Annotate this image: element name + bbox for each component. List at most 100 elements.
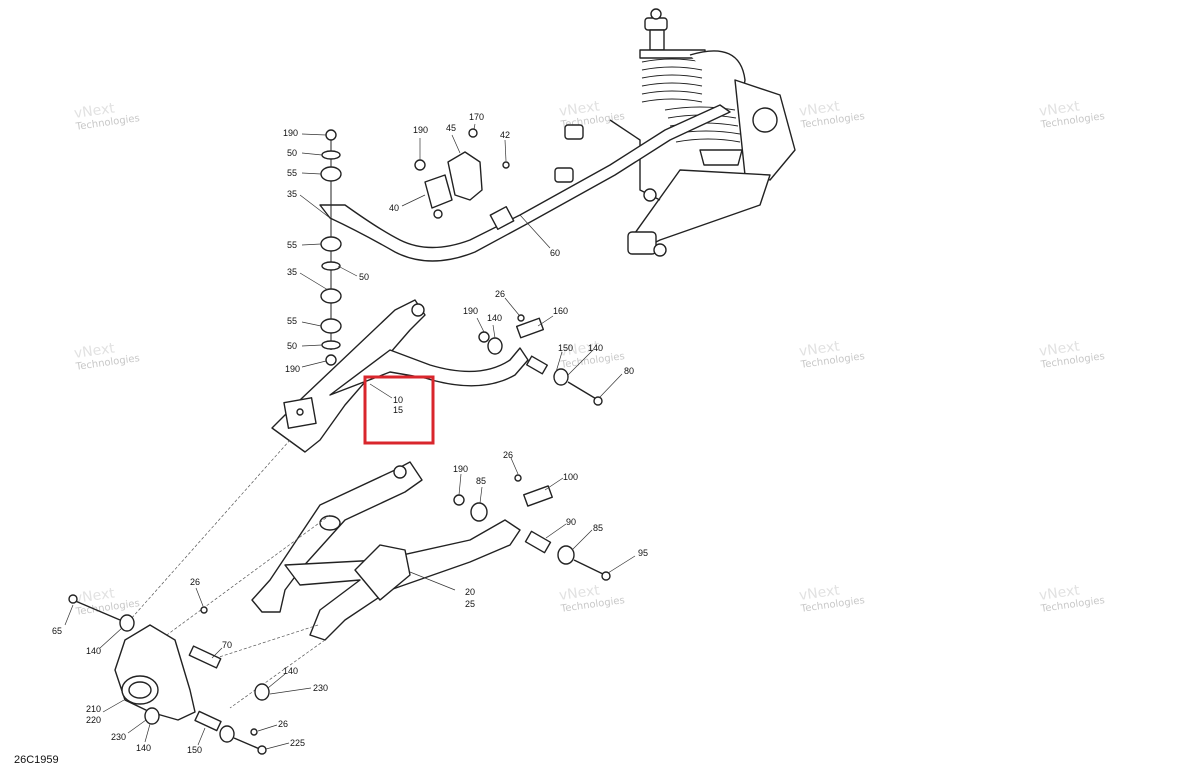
hw-bolt bbox=[233, 737, 263, 751]
hw-bushing bbox=[219, 725, 235, 743]
callout-140: 140 bbox=[283, 666, 298, 676]
watermark: vNext Technologies bbox=[558, 582, 625, 615]
hw-sleeve bbox=[194, 710, 222, 732]
hw-bolt-head bbox=[257, 745, 267, 755]
callout-85: 85 bbox=[593, 523, 603, 533]
callout-55: 55 bbox=[287, 168, 297, 178]
watermark: vNext Technologies bbox=[1038, 582, 1105, 615]
hw-bushing bbox=[254, 683, 270, 701]
callout-40: 40 bbox=[389, 203, 399, 213]
callout-210: 210 bbox=[86, 704, 101, 714]
bracket-clamp bbox=[447, 151, 483, 201]
shock-top-mount bbox=[644, 17, 668, 31]
stabilizer-bar bbox=[319, 104, 731, 262]
watermark-text-line1: vNext bbox=[73, 340, 116, 362]
shock-absorber-assembly bbox=[554, 8, 796, 257]
knuckle-bottom bbox=[64, 587, 312, 755]
hw-cotter bbox=[517, 314, 525, 322]
lower-arm-hardware bbox=[409, 457, 636, 591]
arm-pivot bbox=[393, 465, 407, 479]
arm-pivot bbox=[411, 303, 425, 317]
callout-35: 35 bbox=[287, 267, 297, 277]
callout-190: 190 bbox=[463, 306, 478, 316]
hw-bushing bbox=[553, 368, 569, 386]
callout-220: 220 bbox=[86, 715, 101, 725]
hw-bushing bbox=[487, 337, 503, 355]
callout-150: 150 bbox=[558, 343, 573, 353]
callout-26: 26 bbox=[190, 577, 200, 587]
watermark: vNext Technologies bbox=[73, 585, 140, 618]
callout-26: 26 bbox=[278, 719, 288, 729]
cotter-pin bbox=[250, 728, 258, 736]
stack-bushing bbox=[320, 318, 342, 334]
watermark-text-line1: vNext bbox=[798, 582, 841, 604]
callout-26: 26 bbox=[503, 450, 513, 460]
callout-140: 140 bbox=[487, 313, 502, 323]
hw-nut bbox=[453, 494, 465, 506]
upper-arm-rear-rail bbox=[329, 347, 529, 396]
watermark-text-line1: vNext bbox=[1038, 582, 1081, 604]
bracket-bolt bbox=[433, 209, 443, 219]
bracket-nut bbox=[414, 159, 426, 171]
hw-clip bbox=[523, 485, 553, 507]
bracket-clip bbox=[502, 161, 510, 169]
lower-a-arm bbox=[251, 461, 521, 641]
knuckle-bolt-head bbox=[68, 594, 78, 604]
callout-65: 65 bbox=[52, 626, 62, 636]
callout-50: 50 bbox=[359, 272, 369, 282]
stack-washer bbox=[321, 340, 341, 350]
watermark: vNext Technologies bbox=[73, 100, 140, 133]
shock-top-nut bbox=[650, 8, 662, 20]
hw-sleeve bbox=[188, 645, 222, 669]
callout-225: 225 bbox=[290, 738, 305, 748]
callout-60: 60 bbox=[550, 248, 560, 258]
callout-230: 230 bbox=[313, 683, 328, 693]
watermark-text-line1: vNext bbox=[1038, 98, 1081, 120]
watermark: vNext Technologies bbox=[798, 338, 865, 371]
stabilizer-bracket-group bbox=[401, 123, 551, 249]
upper-arm-hardware bbox=[476, 297, 623, 406]
callout-45: 45 bbox=[446, 123, 456, 133]
highlight-box bbox=[363, 375, 435, 445]
callout-140: 140 bbox=[588, 343, 603, 353]
watermark: vNext Technologies bbox=[798, 582, 865, 615]
callout-55: 55 bbox=[287, 316, 297, 326]
frame-bushing bbox=[564, 124, 584, 140]
frame-bushing bbox=[554, 167, 574, 183]
figure-code: 26C1959 bbox=[14, 754, 59, 766]
frame-bolt bbox=[653, 243, 667, 257]
upper-a-arm bbox=[271, 299, 529, 453]
arm-bracket bbox=[627, 231, 657, 255]
stack-nut bbox=[325, 129, 337, 141]
watermark-text-line1: vNext bbox=[73, 100, 116, 122]
stack-washer bbox=[321, 150, 341, 160]
callout-42: 42 bbox=[500, 130, 510, 140]
watermark-layer: vNext Technologies vNext Technologies vN… bbox=[73, 98, 1105, 618]
hw-bolt bbox=[573, 559, 606, 576]
callout-190: 190 bbox=[285, 364, 300, 374]
hw-bushing bbox=[470, 502, 488, 522]
watermark-text-line1: vNext bbox=[558, 98, 601, 120]
link-hardware-stack bbox=[299, 129, 358, 368]
knuckle-bolt bbox=[72, 599, 121, 621]
callout-160: 160 bbox=[553, 306, 568, 316]
lower-arm-gusset bbox=[354, 544, 411, 601]
callout-90: 90 bbox=[566, 517, 576, 527]
callout-230: 230 bbox=[111, 732, 126, 742]
hw-bolt-head bbox=[601, 571, 611, 581]
watermark: vNext Technologies bbox=[798, 98, 865, 131]
knuckle-bore-inner bbox=[128, 681, 152, 699]
hw-cotter bbox=[514, 474, 522, 482]
callout-190: 190 bbox=[413, 125, 428, 135]
hw-sleeve bbox=[526, 355, 548, 375]
stack-bushing bbox=[320, 236, 342, 252]
callout-50: 50 bbox=[287, 148, 297, 158]
callout-190: 190 bbox=[283, 128, 298, 138]
lower-arm-ball-socket bbox=[319, 515, 341, 531]
stabilizer-link-arm bbox=[689, 50, 746, 111]
callout-80: 80 bbox=[624, 366, 634, 376]
stack-washer bbox=[321, 261, 341, 271]
watermark-text-line1: vNext bbox=[798, 338, 841, 360]
plate-hole bbox=[296, 408, 304, 416]
hw-sleeve bbox=[524, 530, 552, 554]
